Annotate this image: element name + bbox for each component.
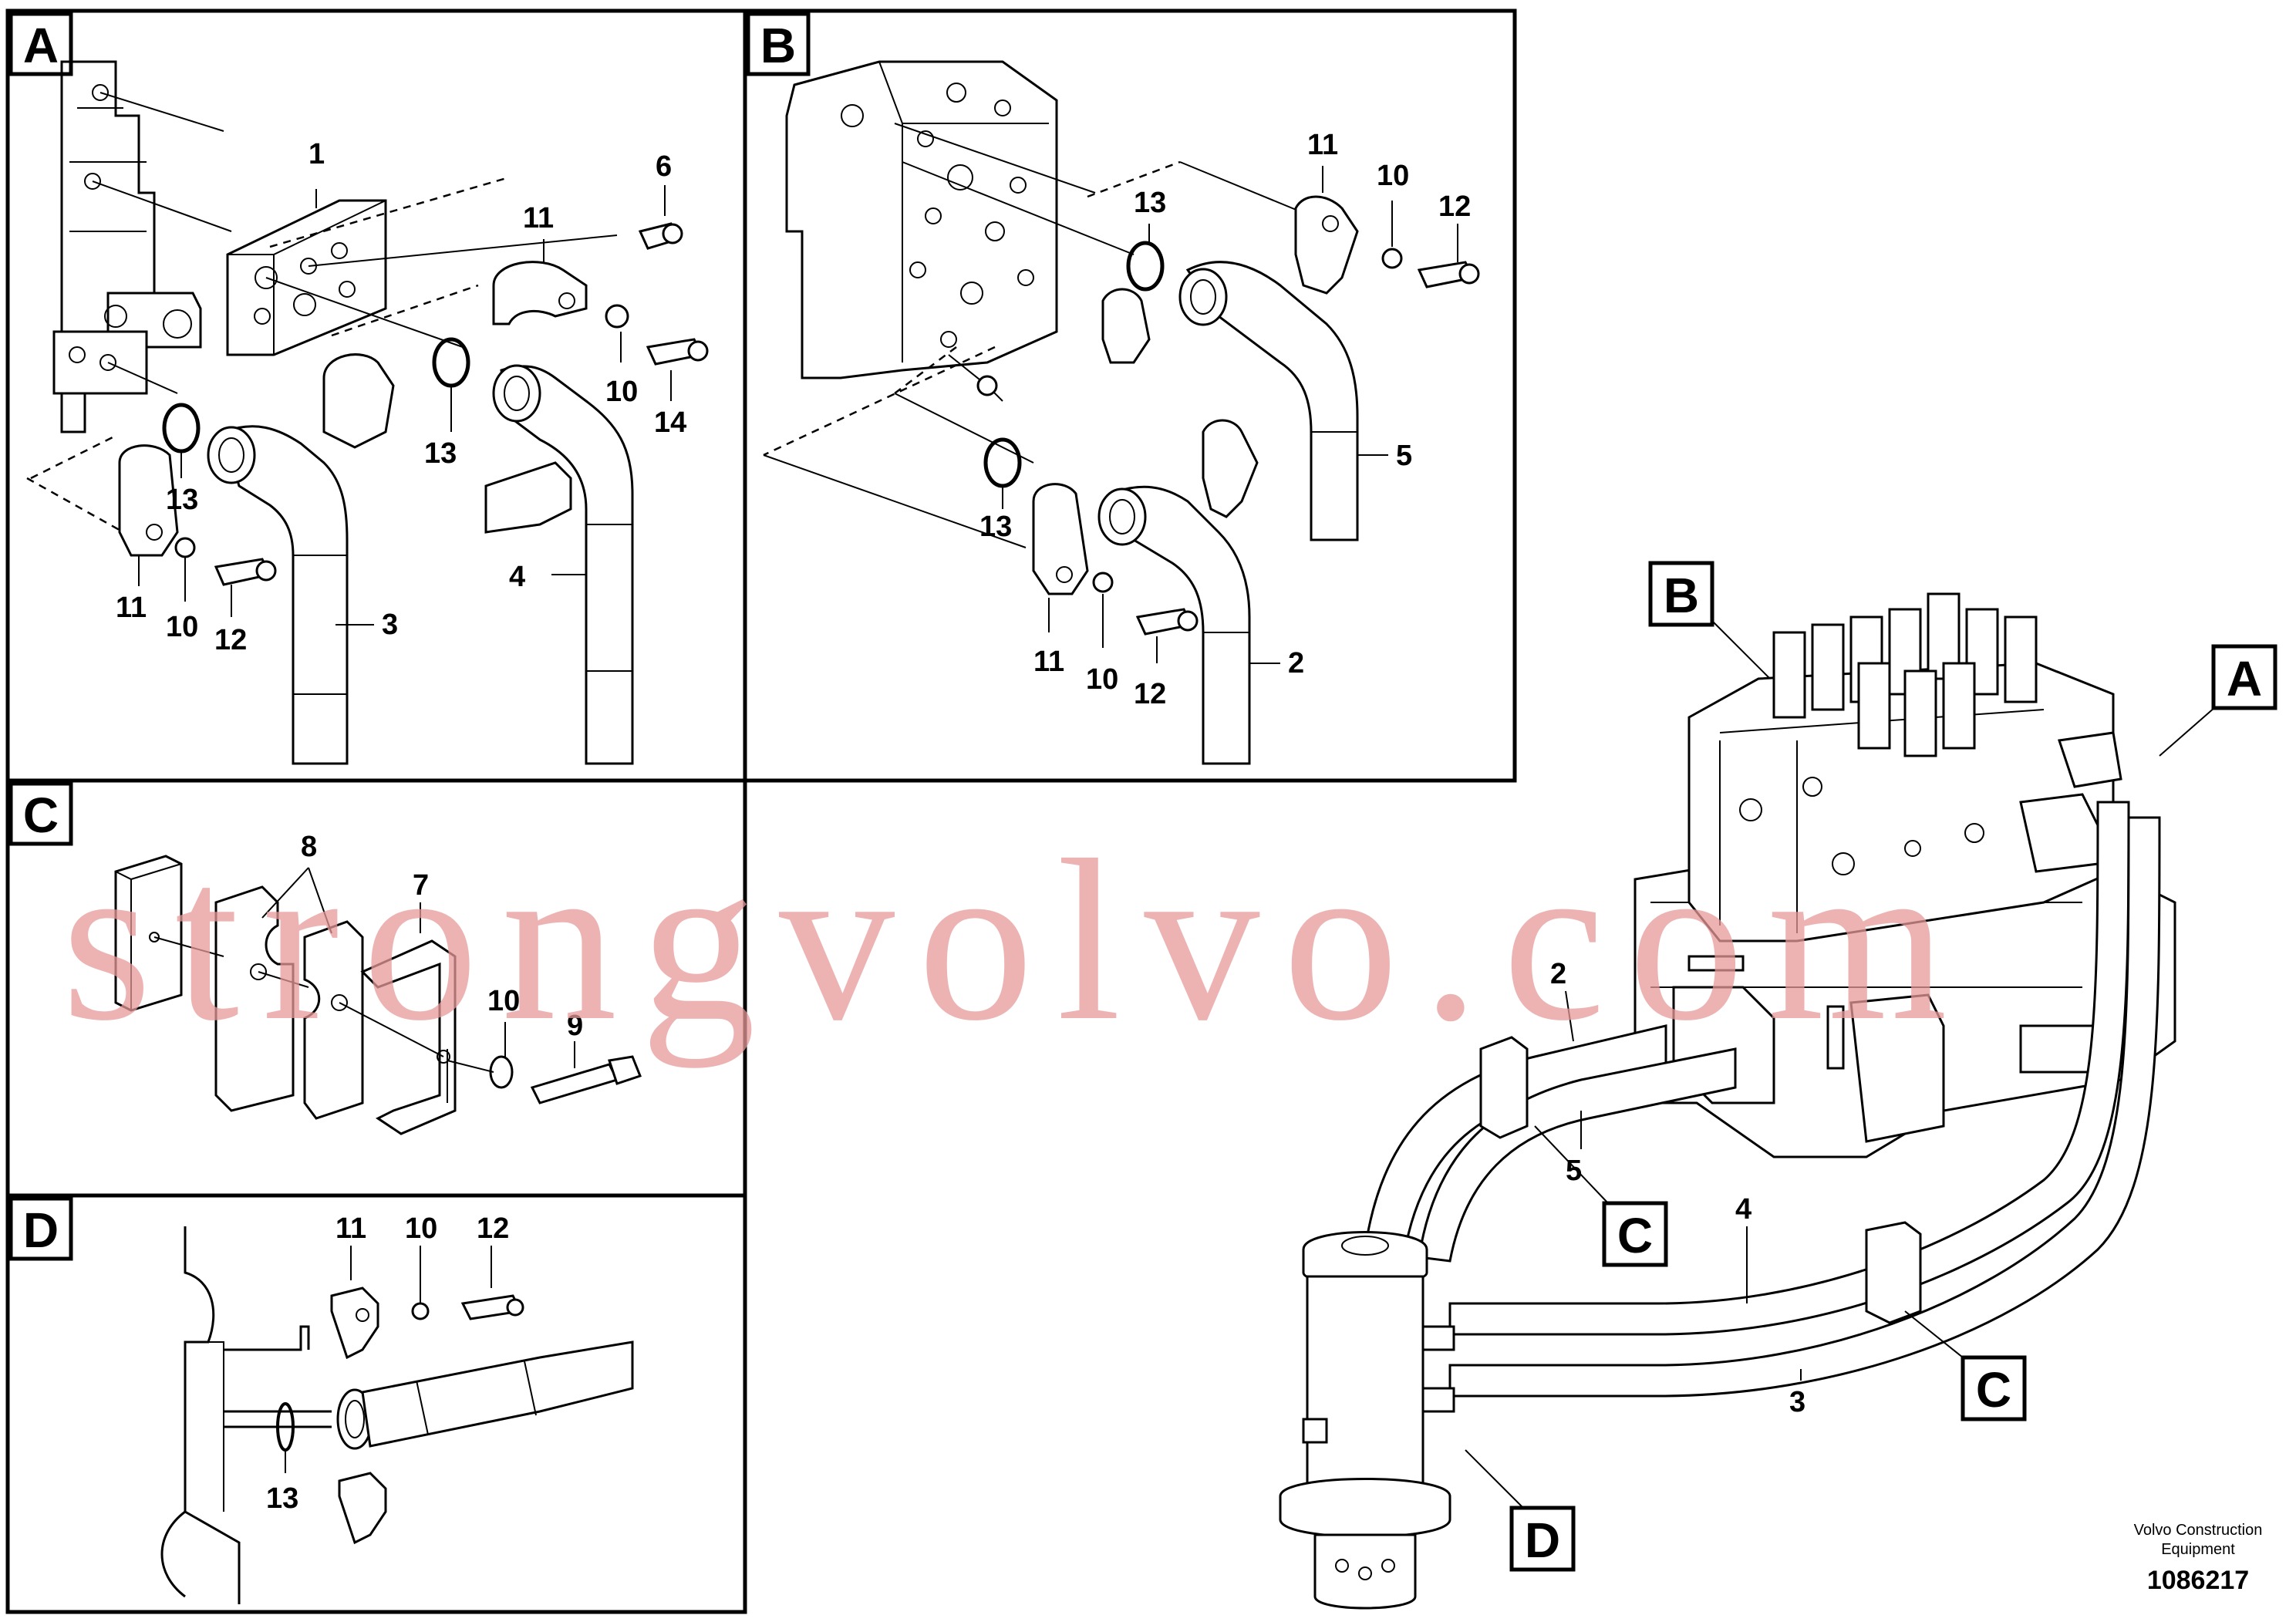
overview-callout-a: A: [2211, 644, 2277, 710]
label-d-10: 10: [405, 1212, 437, 1245]
footer-company-line2: Equipment: [2161, 1541, 2235, 1558]
overview-label-5: 5: [1566, 1155, 1582, 1187]
label-a-4: 4: [509, 561, 525, 593]
valve-spools: [1772, 592, 2038, 757]
overview-callout-c-upper: C: [1602, 1201, 1668, 1267]
panel-a-letter: A: [23, 18, 59, 73]
label-b-10: 10: [1377, 160, 1409, 192]
svg-text:B: B: [1664, 568, 1699, 623]
panel-a-tag: A: [8, 12, 73, 76]
label-b-12b: 12: [1134, 678, 1166, 710]
label-a-3: 3: [382, 609, 398, 641]
svg-text:C: C: [1976, 1362, 2011, 1418]
label-a-11: 11: [523, 202, 554, 234]
overview-callout-d: D: [1509, 1506, 1576, 1572]
label-a-6: 6: [656, 150, 672, 183]
label-d-13: 13: [266, 1482, 298, 1515]
watermark: strongvolvo.com: [62, 812, 1971, 1069]
overview-callout-b: B: [1648, 561, 1714, 627]
label-b-12: 12: [1438, 191, 1471, 223]
panel-d-letter: D: [23, 1202, 59, 1258]
svg-text:C: C: [1617, 1208, 1653, 1263]
panel-b-drawing: [763, 60, 1480, 765]
footer-doc-number: 1086217: [2147, 1566, 2249, 1595]
label-a-10b: 10: [166, 611, 198, 643]
label-b-2: 2: [1288, 647, 1304, 679]
label-c-8: 8: [301, 831, 317, 863]
panel-a-drawing: [26, 60, 709, 765]
label-b-10b: 10: [1086, 663, 1118, 696]
label-a-11b: 11: [116, 592, 147, 624]
panel-b-tag: B: [746, 12, 811, 76]
label-a-14: 14: [654, 406, 686, 439]
overview-drawing: [1279, 592, 2222, 1610]
label-a-1: 1: [308, 138, 325, 170]
panel-c-letter: C: [23, 787, 59, 843]
overview-callout-c-lower: C: [1961, 1355, 2027, 1421]
panel-d-drawing: [160, 1226, 634, 1604]
footer-company-line1: Volvo Construction: [2134, 1522, 2263, 1539]
label-b-11b: 11: [1033, 646, 1064, 678]
svg-text:D: D: [1525, 1512, 1560, 1568]
panel-c-drawing: [114, 855, 642, 1135]
panel-c-tag: C: [8, 781, 73, 846]
panel-d-frame: [5, 1193, 747, 1614]
panel-b-letter: B: [760, 18, 796, 73]
label-b-13: 13: [1134, 187, 1166, 219]
panel-b-frame: [743, 8, 1517, 783]
label-b-13b: 13: [979, 511, 1012, 543]
label-c-10: 10: [487, 985, 520, 1017]
label-b-5: 5: [1396, 440, 1412, 472]
label-d-12: 12: [477, 1212, 509, 1245]
overview-label-4: 4: [1735, 1193, 1752, 1226]
svg-text:A: A: [2227, 651, 2262, 706]
panel-d-tag: D: [8, 1196, 73, 1261]
label-c-7: 7: [413, 869, 429, 902]
label-c-9: 9: [567, 1010, 583, 1042]
overview-label-3: 3: [1789, 1386, 1805, 1418]
label-a-13b: 13: [166, 484, 198, 516]
label-b-11: 11: [1307, 129, 1338, 161]
label-a-12: 12: [214, 624, 247, 656]
label-a-10: 10: [605, 376, 638, 408]
label-a-13: 13: [424, 437, 457, 470]
label-d-11: 11: [335, 1212, 366, 1245]
overview-label-2: 2: [1550, 958, 1566, 990]
